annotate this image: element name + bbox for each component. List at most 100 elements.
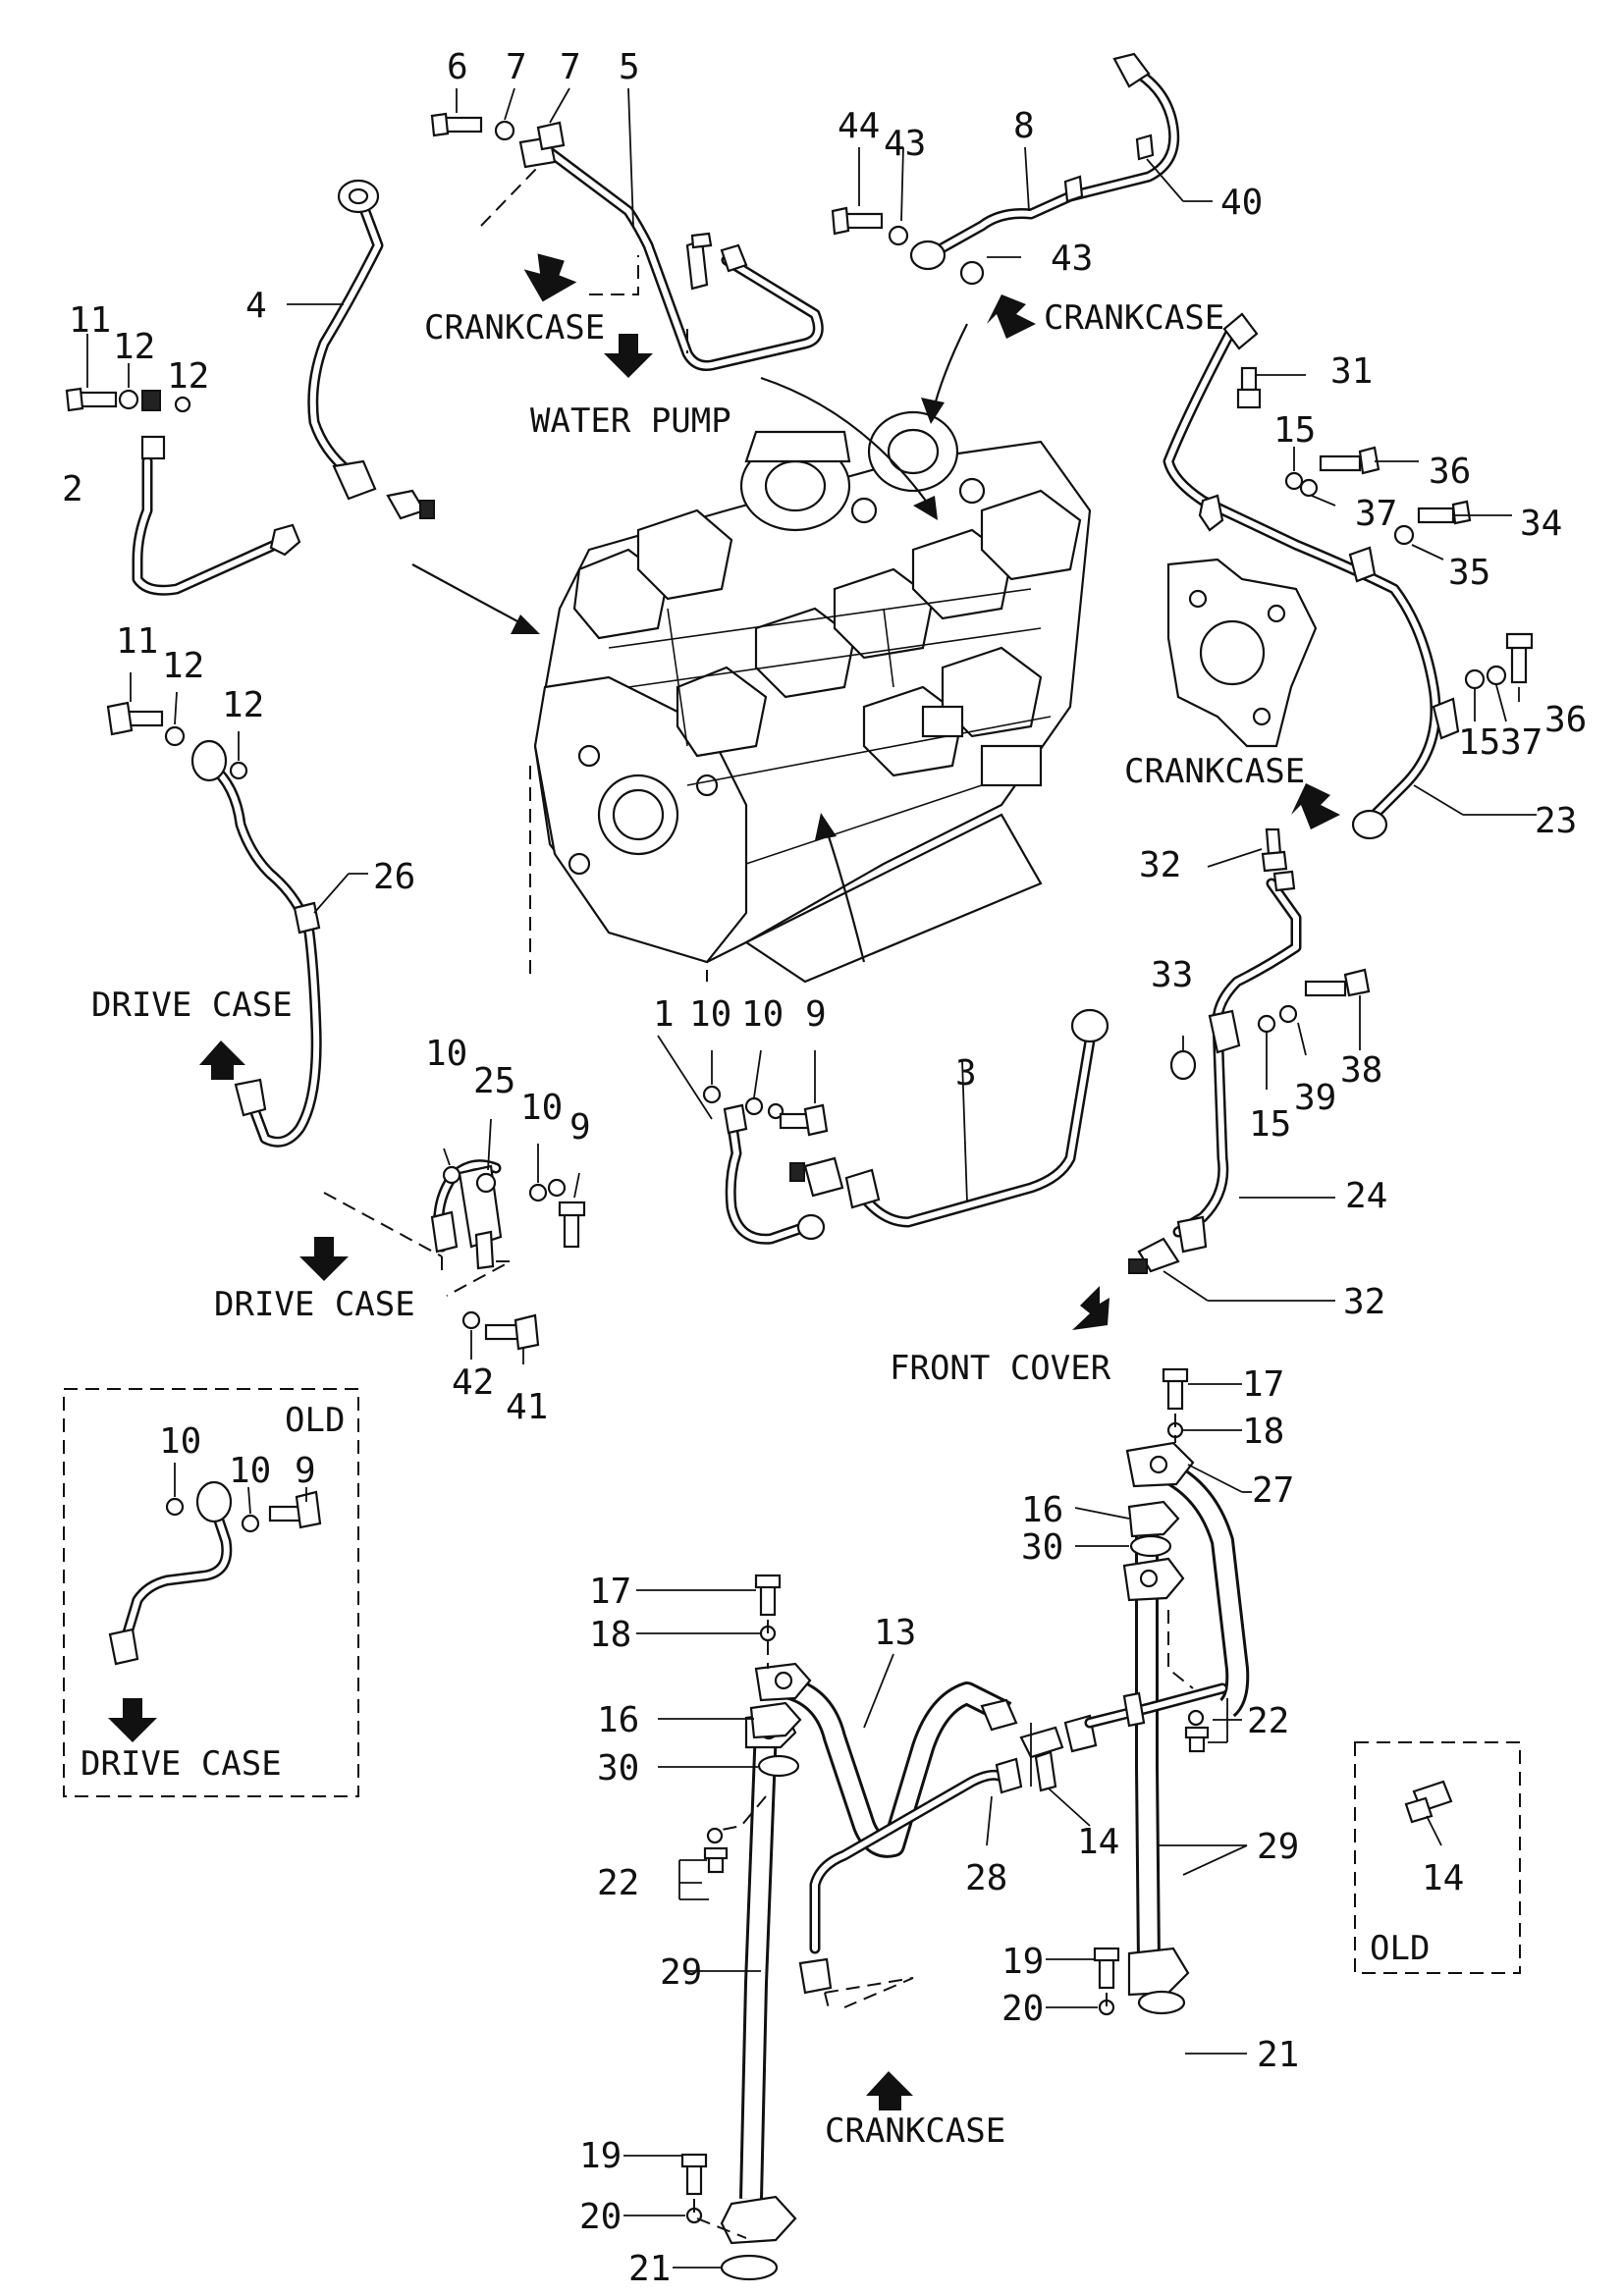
part-number: 32 <box>1343 1282 1385 1322</box>
part-number: 14 <box>1077 1822 1119 1862</box>
part-number: 27 <box>1252 1470 1294 1511</box>
label-drive-case-center: DRIVE CASE <box>214 1285 415 1324</box>
part-number: 2 <box>62 469 83 509</box>
part-number: 11 <box>69 300 111 341</box>
part-number: 30 <box>597 1748 639 1789</box>
part-number: 4 <box>245 286 267 326</box>
part-number: 10 <box>159 1421 201 1462</box>
part-number: 20 <box>1001 1989 1044 2029</box>
part-number: 21 <box>628 2249 671 2289</box>
label-front-cover: FRONT COVER <box>890 1349 1111 1388</box>
part-number: 42 <box>452 1362 494 1403</box>
part-number: 10 <box>229 1451 271 1491</box>
part-number: 9 <box>569 1107 591 1148</box>
part-number: 5 <box>619 47 640 87</box>
oil-pipe-assembly <box>623 1367 1252 2281</box>
label-crankcase-right: CRANKCASE <box>1124 752 1305 791</box>
part-number: 34 <box>1520 504 1562 544</box>
part-number: 9 <box>805 994 827 1035</box>
part-number: 7 <box>506 47 527 87</box>
part-number: 21 <box>1257 2035 1299 2075</box>
label-old-left: OLD <box>285 1401 345 1440</box>
part-number: 3 <box>955 1053 977 1094</box>
part-number: 41 <box>506 1387 548 1427</box>
text-labels: CRANKCASE WATER PUMP CRANKCASE CRANKCASE… <box>81 298 1430 2151</box>
part-number: 6 <box>447 47 468 87</box>
part-number: 24 <box>1345 1176 1387 1216</box>
part-number: 10 <box>689 994 731 1035</box>
part-number: 9 <box>295 1451 316 1491</box>
part-number: 32 <box>1139 845 1181 885</box>
pipe-2-assembly <box>65 334 301 596</box>
part-number: 23 <box>1535 801 1577 841</box>
label-water-pump: WATER PUMP <box>530 401 731 441</box>
pipe-1-3-assembly <box>657 1008 1109 1245</box>
part-number: 12 <box>162 646 204 686</box>
part-number: 39 <box>1294 1078 1336 1118</box>
part-number: 15 <box>1458 722 1500 763</box>
part-number: 26 <box>373 857 415 897</box>
part-number: 17 <box>1242 1364 1284 1405</box>
part-number: 12 <box>167 356 209 397</box>
old-inset-left <box>63 1388 359 1797</box>
part-number: 15 <box>1273 410 1316 451</box>
part-number: 31 <box>1330 351 1373 392</box>
label-drive-case-left: DRIVE CASE <box>91 986 293 1025</box>
part-number: 36 <box>1544 700 1587 740</box>
part-number: 10 <box>520 1088 563 1128</box>
pipe-4-assembly <box>287 179 435 520</box>
part-number: 10 <box>741 994 784 1035</box>
direction-arrows <box>108 253 1340 2110</box>
label-drive-case-old: DRIVE CASE <box>81 1744 282 1784</box>
part-number: 22 <box>1247 1701 1289 1741</box>
part-number: 12 <box>222 685 264 725</box>
part-numbers: 6 7 7 5 44 43 8 40 43 4 11 12 12 2 31 15… <box>62 47 1587 2289</box>
part-number: 14 <box>1422 1858 1464 1898</box>
pipe-24-assembly <box>1128 828 1371 1302</box>
part-number: 43 <box>884 124 926 164</box>
part-number: 19 <box>579 2136 622 2176</box>
part-number: 18 <box>1242 1412 1284 1452</box>
part-number: 18 <box>589 1615 631 1655</box>
part-number: 25 <box>473 1061 515 1101</box>
part-number: 28 <box>965 1858 1007 1898</box>
pipe-23-assembly <box>1163 312 1537 840</box>
engine-assembly <box>411 323 1092 984</box>
part-number: 17 <box>589 1572 631 1612</box>
part-number: 29 <box>660 1952 702 1993</box>
part-number: 7 <box>560 47 581 87</box>
label-old-right: OLD <box>1370 1929 1430 1968</box>
part-number: 19 <box>1001 1942 1044 1982</box>
part-number: 16 <box>597 1700 639 1740</box>
part-number: 8 <box>1013 106 1035 146</box>
pipe-25-assembly <box>323 1118 586 1364</box>
part-number: 15 <box>1249 1104 1291 1145</box>
part-number: 33 <box>1151 955 1193 995</box>
part-number: 44 <box>838 106 880 146</box>
label-crankcase-top-left: CRANKCASE <box>424 308 605 347</box>
part-number: 16 <box>1021 1490 1063 1530</box>
part-number: 38 <box>1340 1050 1382 1091</box>
label-crankcase-bottom: CRANKCASE <box>825 2111 1005 2151</box>
part-number: 30 <box>1021 1527 1063 1568</box>
part-number: 35 <box>1448 553 1490 593</box>
part-number: 40 <box>1220 183 1263 223</box>
old-inset-right <box>1354 1741 1521 1974</box>
part-number: 37 <box>1500 722 1542 763</box>
part-number: 1 <box>653 994 675 1035</box>
part-number: 10 <box>425 1034 467 1074</box>
label-crankcase-top-right: CRANKCASE <box>1044 298 1224 338</box>
part-number: 29 <box>1257 1827 1299 1867</box>
pipe-8-assembly <box>831 52 1213 286</box>
part-number: 12 <box>113 327 155 367</box>
part-number: 13 <box>874 1613 916 1653</box>
pipe-5-assembly <box>430 87 824 371</box>
part-number: 37 <box>1355 494 1397 534</box>
part-number: 36 <box>1429 452 1471 492</box>
pipe-26-assembly <box>106 672 368 1148</box>
part-number: 20 <box>579 2197 622 2237</box>
part-number: 22 <box>597 1863 639 1903</box>
part-number: 11 <box>116 621 158 662</box>
part-number: 43 <box>1051 239 1093 279</box>
